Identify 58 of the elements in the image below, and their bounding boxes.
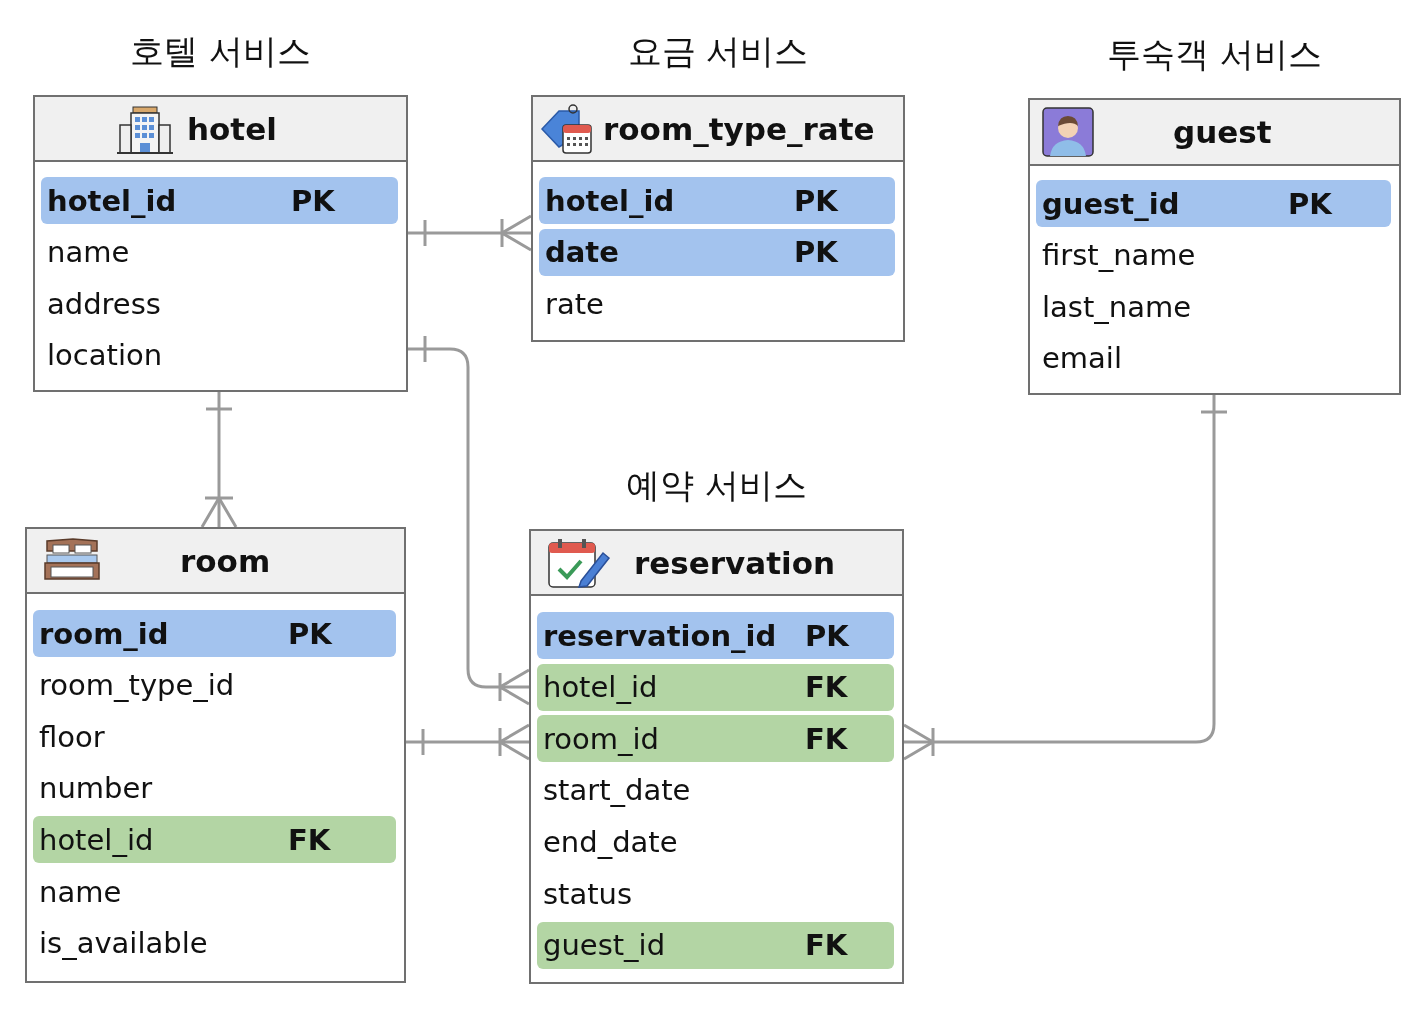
foreign-key-row — [537, 921, 894, 969]
column-name: date — [545, 235, 619, 270]
column-name: is_available — [39, 926, 208, 961]
primary-key-row — [537, 612, 894, 659]
column-name: hotel_id — [545, 183, 675, 218]
column-name: name — [39, 874, 122, 909]
relationship-line — [408, 214, 533, 252]
foreign-key-row — [537, 715, 894, 763]
column-name: first_name — [1042, 238, 1196, 273]
column-name: reservation_id — [543, 618, 777, 653]
column-name: guest_id — [1042, 186, 1180, 221]
key-type: FK — [805, 670, 848, 705]
column-name: start_date — [543, 773, 691, 808]
foreign-key-row — [33, 816, 396, 864]
table-name: hotel — [187, 109, 277, 149]
column-name: rate — [545, 286, 604, 321]
primary-key-row — [539, 228, 895, 276]
section-heading: 요금 서비스 — [627, 30, 809, 73]
column-name: email — [1042, 341, 1122, 376]
relationship-line — [406, 723, 531, 761]
column-name: end_date — [543, 824, 678, 859]
column-name: hotel_id — [47, 183, 177, 218]
key-type: PK — [288, 616, 332, 651]
column-name: last_name — [1042, 289, 1192, 324]
column-name: room_id — [543, 721, 659, 756]
section-heading: 투숙객 서비스 — [1107, 33, 1322, 76]
key-type: PK — [794, 183, 838, 218]
table-name: room — [180, 541, 271, 581]
section-heading: 예약 서비스 — [626, 464, 807, 507]
primary-key-row — [41, 177, 398, 224]
column-name: number — [39, 771, 153, 806]
column-name: guest_id — [543, 928, 666, 963]
key-type: PK — [805, 618, 849, 653]
primary-key-row — [539, 177, 895, 224]
key-type: FK — [805, 721, 848, 756]
column-name: location — [47, 338, 163, 373]
key-type: PK — [794, 235, 838, 270]
column-name: room_id — [39, 616, 169, 651]
key-type: PK — [1288, 186, 1332, 221]
key-type: FK — [805, 928, 848, 963]
primary-key-row — [1036, 180, 1391, 227]
column-name: hotel_id — [543, 670, 658, 705]
section-heading: 호텔 서비스 — [130, 30, 311, 73]
key-type: PK — [291, 183, 335, 218]
column-name: name — [47, 235, 130, 270]
foreign-key-row — [537, 663, 894, 711]
table-name: room_type_rate — [603, 109, 875, 149]
column-name: floor — [39, 719, 105, 754]
primary-key-row — [33, 610, 396, 657]
column-name: status — [543, 876, 633, 911]
relationship-line — [408, 334, 531, 706]
column-name: address — [47, 286, 161, 321]
relationship-line — [200, 392, 238, 529]
table-name: reservation — [634, 543, 835, 583]
table-name: guest — [1173, 113, 1272, 152]
column-name: hotel_id — [39, 822, 154, 857]
column-name: room_type_id — [39, 668, 235, 703]
key-type: FK — [288, 822, 331, 857]
